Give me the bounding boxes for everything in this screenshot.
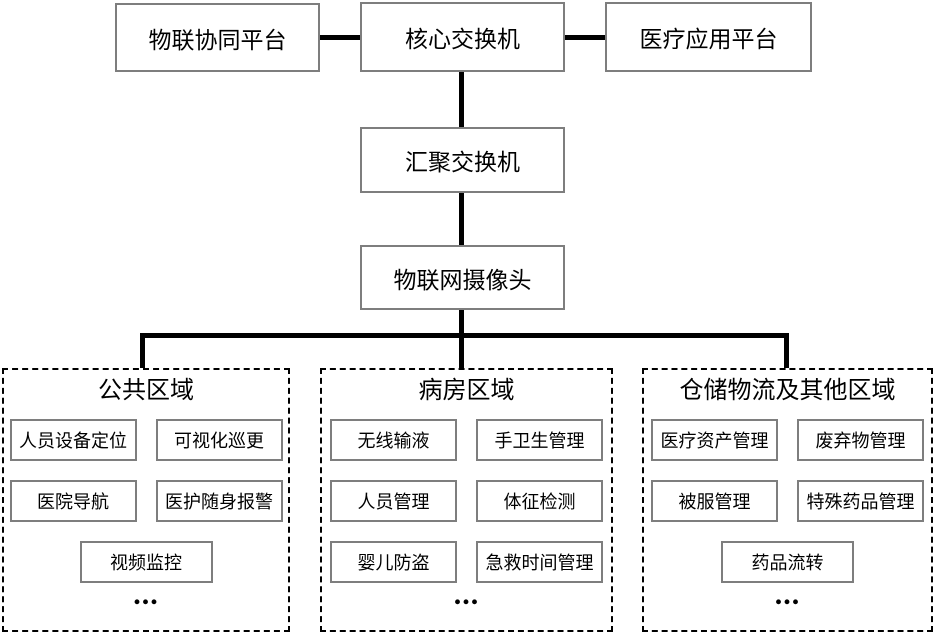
group-ward-area: 病房区域 无线输液 手卫生管理 人员管理 体征检测 婴儿防盗 急救时间管理 ..…: [320, 368, 613, 632]
group-public-area-grid: 人员设备定位 可视化巡更 医院导航 医护随身报警 视频监控: [9, 419, 283, 583]
group-ward-area-row-2: 人员管理 体征检测: [330, 480, 603, 522]
leaf-special-drug-management: 特殊药品管理: [797, 480, 924, 522]
leaf-drug-circulation: 药品流转: [721, 541, 854, 583]
group-public-area-title: 公共区域: [98, 378, 194, 404]
node-iot-collaboration-platform: 物联协同平台: [115, 3, 320, 72]
group-warehouse-area-row-1: 医疗资产管理 废弃物管理: [651, 419, 924, 461]
ellipsis-warehouse-area: ...: [774, 578, 801, 611]
ellipsis-ward-area: ...: [453, 578, 480, 611]
node-medical-application-platform: 医疗应用平台: [605, 2, 812, 72]
group-public-area-row-3: 视频监控: [79, 541, 213, 583]
group-public-area-row-2: 医院导航 医护随身报警: [9, 480, 283, 522]
leaf-video-surveillance: 视频监控: [79, 541, 213, 583]
connector-iot-platform-to-core-switch: [320, 35, 360, 40]
group-ward-area-row-1: 无线输液 手卫生管理: [330, 419, 603, 461]
node-core-switch: 核心交换机: [360, 2, 565, 72]
group-warehouse-area-title: 仓储物流及其他区域: [679, 378, 896, 404]
leaf-vital-signs-monitoring: 体征检测: [476, 480, 603, 522]
group-ward-area-title: 病房区域: [418, 378, 515, 404]
group-public-area: 公共区域 人员设备定位 可视化巡更 医院导航 医护随身报警 视频监控 ...: [2, 368, 290, 632]
group-ward-area-grid: 无线输液 手卫生管理 人员管理 体征检测 婴儿防盗 急救时间管理: [330, 419, 603, 583]
connector-core-switch-to-aggregation-switch: [459, 72, 464, 127]
leaf-waste-management: 废弃物管理: [797, 419, 924, 461]
connector-branch-bus: [140, 333, 789, 338]
group-warehouse-area: 仓储物流及其他区域 医疗资产管理 废弃物管理 被服管理 特殊药品管理 药品流转 …: [642, 368, 933, 632]
leaf-visual-patrol: 可视化巡更: [155, 419, 283, 461]
connector-iot-camera-to-ward-area: [459, 310, 464, 368]
group-ward-area-row-3: 婴儿防盗 急救时间管理: [330, 541, 603, 583]
group-warehouse-area-row-2: 被服管理 特殊药品管理: [651, 480, 924, 522]
leaf-emergency-time-management: 急救时间管理: [476, 541, 603, 583]
group-public-area-row-1: 人员设备定位 可视化巡更: [9, 419, 283, 461]
connector-branch-to-public-area: [140, 333, 145, 368]
group-warehouse-area-row-3: 药品流转: [721, 541, 854, 583]
leaf-hand-hygiene-management: 手卫生管理: [476, 419, 603, 461]
connector-branch-to-warehouse-area: [784, 333, 789, 368]
leaf-wireless-infusion: 无线输液: [330, 419, 457, 461]
leaf-infant-anti-theft: 婴儿防盗: [330, 541, 457, 583]
group-warehouse-area-grid: 医疗资产管理 废弃物管理 被服管理 特殊药品管理 药品流转: [651, 419, 924, 583]
leaf-personnel-management: 人员管理: [330, 480, 457, 522]
leaf-hospital-navigation: 医院导航: [9, 480, 137, 522]
leaf-medical-asset-management: 医疗资产管理: [651, 419, 778, 461]
leaf-linen-management: 被服管理: [651, 480, 778, 522]
node-aggregation-switch: 汇聚交换机: [360, 127, 565, 193]
connector-core-switch-to-medical-platform: [565, 35, 605, 40]
leaf-personnel-device-positioning: 人员设备定位: [9, 419, 137, 461]
ellipsis-public-area: ...: [133, 578, 159, 611]
connector-aggregation-switch-to-iot-camera: [459, 193, 464, 245]
node-iot-camera: 物联网摄像头: [360, 245, 565, 310]
leaf-medical-staff-alarm: 医护随身报警: [155, 480, 283, 522]
